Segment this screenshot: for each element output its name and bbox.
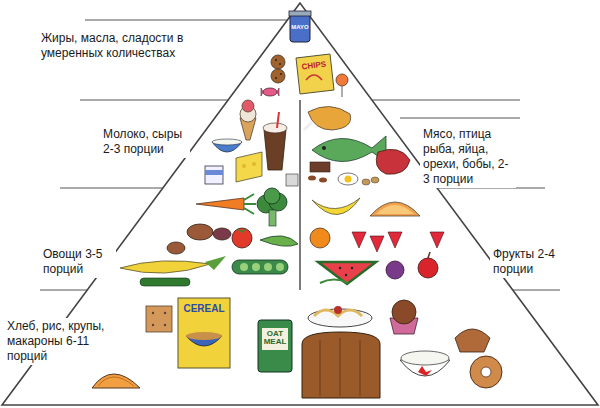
package-label: MAYO xyxy=(289,24,311,30)
package-label: OAT MEAL xyxy=(261,330,289,346)
band-dividers xyxy=(299,100,300,290)
vegetables-drawing xyxy=(120,188,298,286)
dairy-drawing xyxy=(205,100,298,186)
group-text: Молоко, сыры 2-3 порции xyxy=(103,127,187,157)
food-group-label: Фрукты 2-4 порции xyxy=(490,246,570,278)
food-group-label: Молоко, сыры 2-3 порции xyxy=(100,126,190,158)
fruits-drawing xyxy=(310,198,444,284)
pyramid-outline xyxy=(2,3,598,405)
food-group-label: Жиры, масла, сладости в умеренных количе… xyxy=(38,30,210,62)
food-group-label: Овощи 3-5 порций xyxy=(40,246,116,278)
grains-drawing xyxy=(92,298,502,398)
food-group-label: Мясо, птица рыба, яйца, орехи, бобы, 2-3… xyxy=(420,126,516,188)
group-text: Овощи 3-5 порций xyxy=(43,247,113,277)
group-text: Мясо, птица рыба, яйца, орехи, бобы, 2-3… xyxy=(423,127,513,187)
package-label: CEREAL xyxy=(179,304,229,314)
group-text: Жиры, масла, сладости в умеренных количе… xyxy=(41,31,207,61)
group-text: Фрукты 2-4 порции xyxy=(493,247,567,277)
group-text: Хлеб, рис, крупы, макароны 6-11 порций xyxy=(7,319,119,364)
sweets-drawing xyxy=(261,11,348,97)
food-group-label: Хлеб, рис, крупы, макароны 6-11 порций xyxy=(4,318,122,365)
protein-drawing xyxy=(304,106,410,185)
